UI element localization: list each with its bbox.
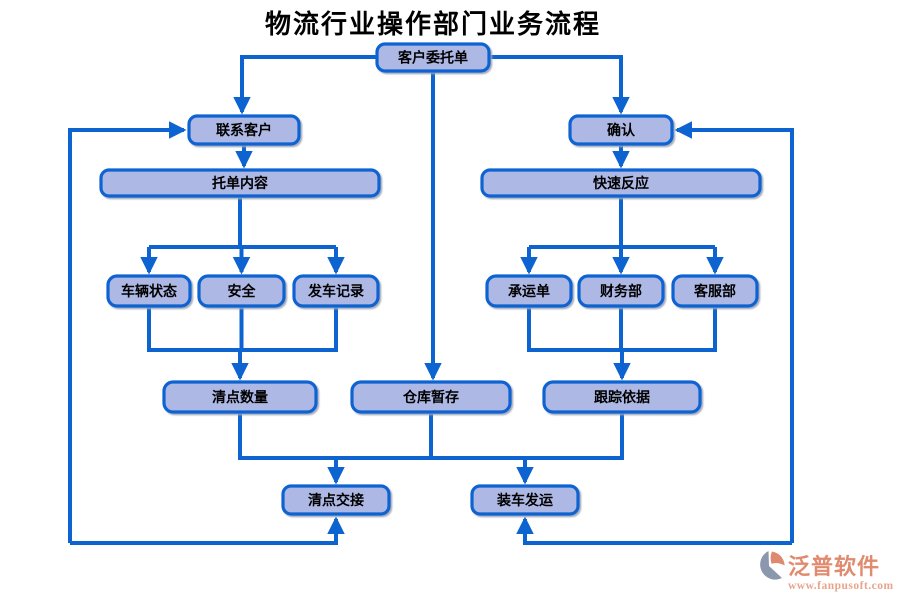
node-departure-record-box: [292, 274, 380, 308]
node-confirm: 确认: [568, 114, 674, 146]
edge-feedback-right-to-load-ship: [516, 516, 792, 545]
node-quick-response-box: [480, 168, 762, 198]
node-quick-response-label: 快速反应: [593, 175, 649, 192]
node-load-ship-label: 装车发运: [496, 492, 553, 509]
node-load-ship-box: [470, 484, 580, 516]
vendor-url: www.fanpusoft.com: [788, 580, 894, 592]
node-warehouse-storage-label: 仓库暂存: [402, 389, 459, 406]
node-count-quantity: 清点数量: [162, 380, 318, 414]
page-title: 物流行业操作部门业务流程: [265, 9, 601, 40]
nodes: 客户委托单 联系客户 确认 托单内容 快速反应 车辆状态 安全 发车记录: [99, 42, 762, 516]
node-quick-response: 快速反应: [480, 168, 762, 198]
node-vehicle-status: 车辆状态: [106, 274, 192, 308]
node-carrier-order-label: 承运单: [508, 283, 550, 300]
node-finance-dept-label: 财务部: [599, 283, 642, 300]
fanpu-logo-icon: [760, 551, 785, 580]
node-carrier-order: 承运单: [485, 274, 573, 308]
logo-petal-salmon: [770, 551, 785, 566]
node-count-quantity-box: [162, 380, 318, 414]
node-carrier-order-box: [485, 274, 573, 308]
node-confirm-label: 确认: [607, 122, 636, 139]
node-departure-record: 发车记录: [292, 274, 380, 308]
node-customer-order-label: 客户委托单: [397, 50, 468, 67]
edge-feedback-left-to-count-handover: [70, 516, 345, 545]
node-order-content-label: 托单内容: [212, 175, 268, 192]
node-order-content-box: [99, 168, 381, 198]
node-contact-customer-box: [187, 114, 301, 146]
edge-feedback-left-to-contact: [68, 121, 187, 543]
node-safety: 安全: [197, 274, 286, 308]
node-finance-dept: 财务部: [577, 274, 665, 308]
node-customer-order-box: [375, 42, 491, 73]
node-tracking-basis: 跟踪依据: [542, 380, 702, 414]
edge-feedback-right-to-confirm: [674, 121, 794, 543]
node-count-handover-box: [281, 484, 391, 516]
node-departure-record-label: 发车记录: [307, 283, 364, 300]
node-customer-order: 客户委托单: [375, 42, 491, 73]
node-service-dept: 客服部: [671, 274, 759, 308]
node-service-dept-box: [671, 274, 759, 308]
edge-customer-order-to-contact: [233, 55, 377, 115]
node-count-handover: 清点交接: [281, 484, 391, 516]
node-confirm-box: [568, 114, 674, 146]
vendor-watermark: 泛普软件 www.fanpusoft.com: [760, 551, 893, 592]
node-count-handover-label: 清点交接: [308, 492, 364, 509]
node-order-content: 托单内容: [99, 168, 381, 198]
node-service-dept-label: 客服部: [693, 283, 736, 300]
node-safety-box: [197, 274, 286, 308]
node-vehicle-status-label: 车辆状态: [121, 283, 177, 300]
node-count-quantity-label: 清点数量: [212, 389, 268, 406]
node-load-ship: 装车发运: [470, 484, 580, 516]
connectors: [68, 55, 794, 545]
logo-swoosh-slate: [760, 551, 782, 580]
node-contact-customer: 联系客户: [187, 114, 301, 146]
edge-customer-order-to-confirm: [489, 55, 630, 115]
vendor-brand-name: 泛普软件: [788, 554, 880, 580]
node-contact-customer-label: 联系客户: [216, 122, 272, 139]
node-vehicle-status-box: [106, 274, 192, 308]
node-safety-label: 安全: [228, 283, 257, 300]
node-tracking-basis-label: 跟踪依据: [594, 389, 650, 406]
node-warehouse-storage: 仓库暂存: [350, 380, 512, 414]
node-tracking-basis-box: [542, 380, 702, 414]
node-finance-dept-box: [577, 274, 665, 308]
node-warehouse-storage-box: [350, 380, 512, 414]
